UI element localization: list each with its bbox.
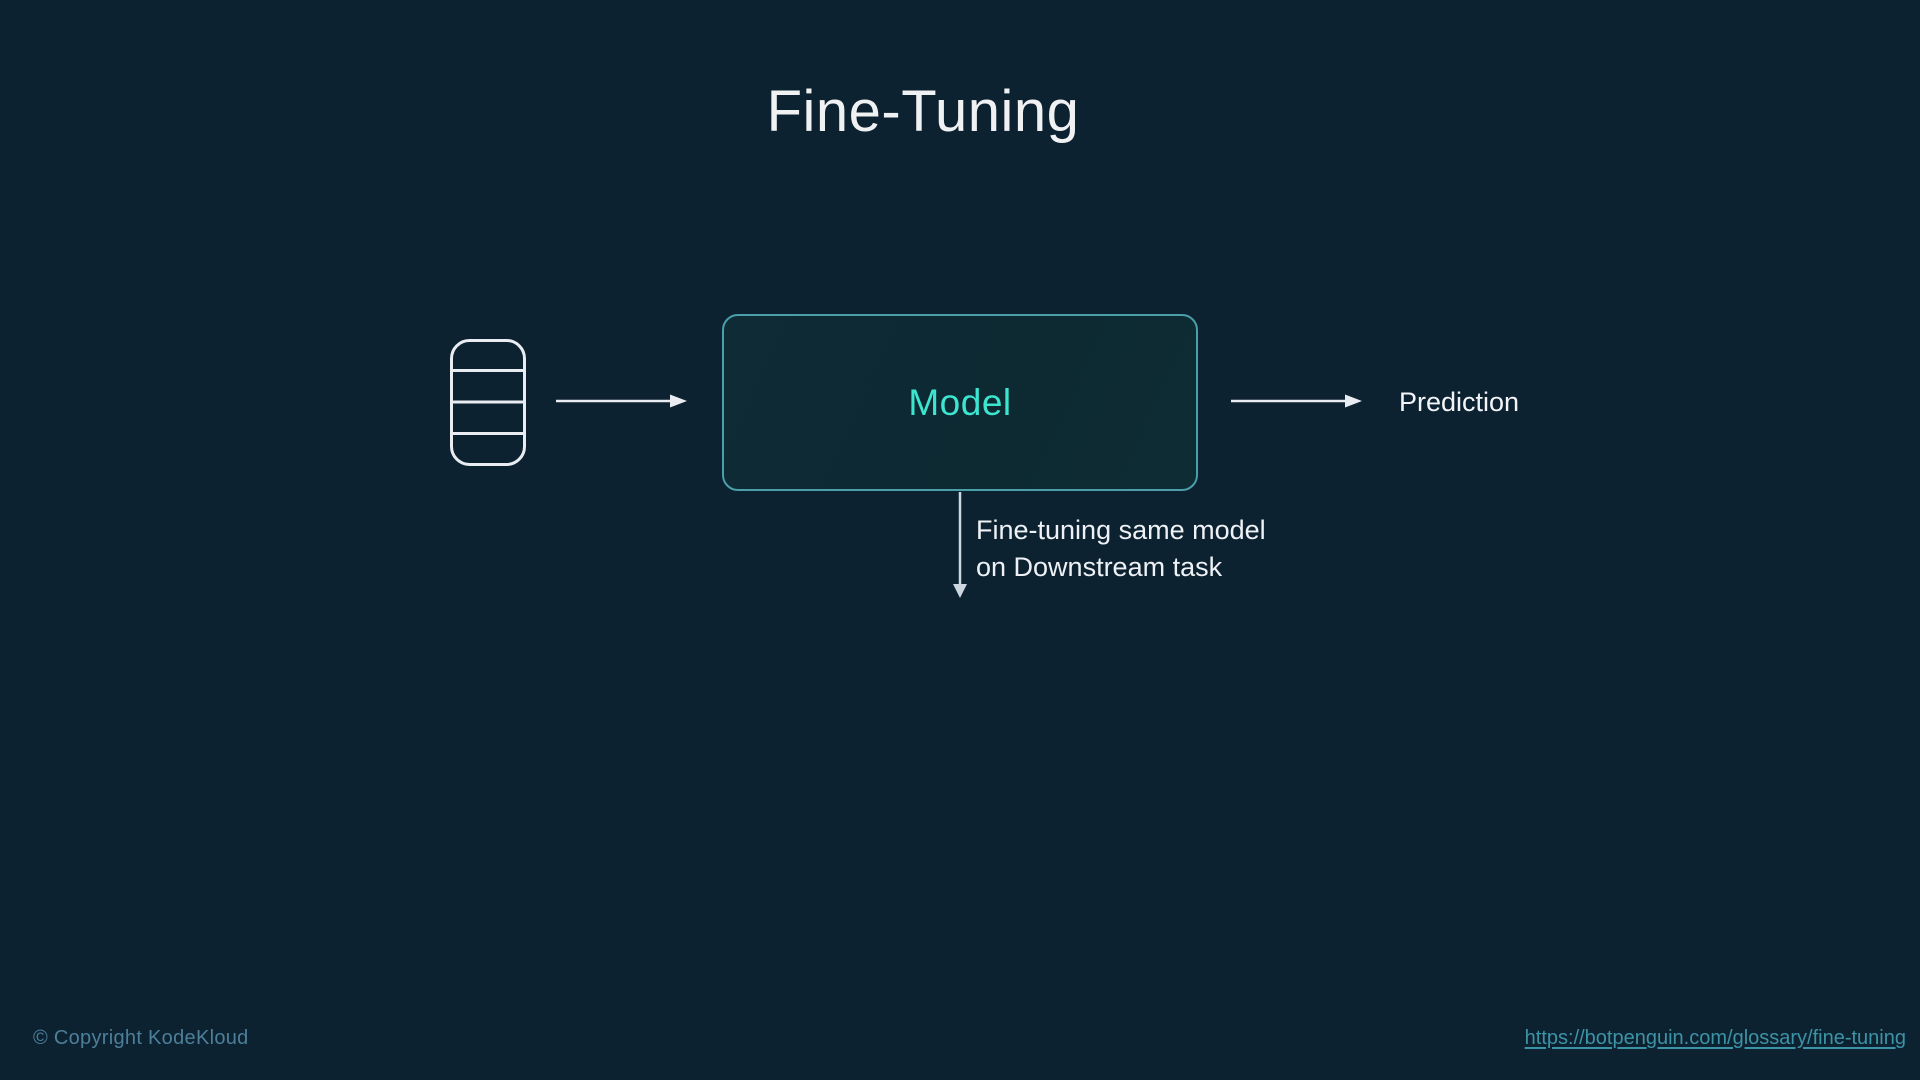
annotation-text: Fine-tuning same model on Downstream tas… [976, 512, 1266, 586]
arrow-down-icon [953, 492, 967, 598]
model-box: Model [722, 314, 1198, 491]
copyright-text: © Copyright KodeKloud [33, 1027, 249, 1049]
arrow-right-icon [1231, 394, 1362, 408]
model-label: Model [908, 381, 1012, 423]
annotation-line1: Fine-tuning same model [976, 515, 1266, 545]
page-title: Fine-Tuning [766, 79, 1080, 144]
annotation-line2: on Downstream task [976, 552, 1223, 582]
prediction-label: Prediction [1399, 387, 1520, 417]
database-icon [450, 339, 526, 466]
source-link[interactable]: https://botpenguin.com/glossary/fine-tun… [1524, 1027, 1906, 1049]
arrow-right-icon [556, 394, 687, 408]
